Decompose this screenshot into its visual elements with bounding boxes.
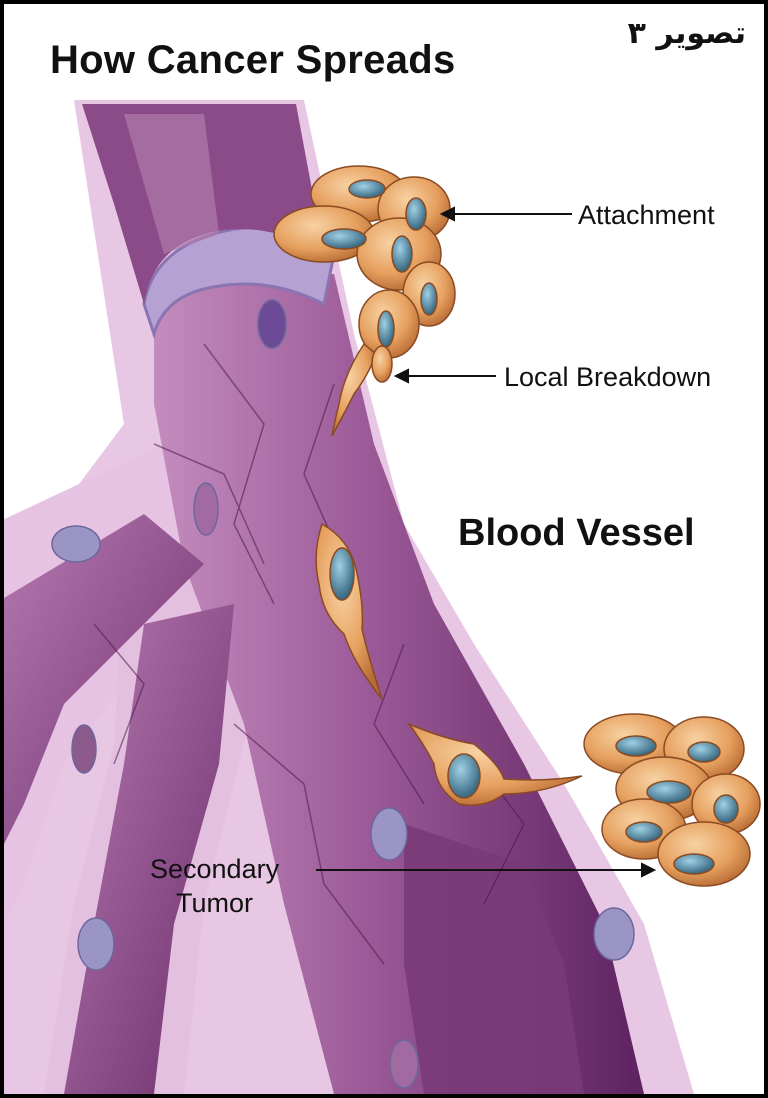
blood-vessel-illustration xyxy=(4,100,761,1094)
attachment-cluster xyxy=(273,165,456,359)
label-blood-vessel: Blood Vessel xyxy=(458,512,695,554)
label-secondary-tumor: Secondary Tumor xyxy=(150,852,279,920)
figure-caption: تصویر ۳ xyxy=(627,16,746,51)
label-secondary-tumor-line1: Secondary xyxy=(150,854,280,884)
left-branch-lumen xyxy=(4,514,204,844)
breakdown-cell xyxy=(331,342,393,437)
label-secondary-tumor-line2: Tumor xyxy=(176,888,254,918)
right-branch-lumen xyxy=(404,824,584,1094)
secondary-tumor-cluster xyxy=(583,713,761,887)
leader-lines xyxy=(316,206,657,878)
lower-branch-lumen xyxy=(64,604,234,1094)
migrating-cell xyxy=(315,522,383,700)
label-local-breakdown: Local Breakdown xyxy=(504,362,712,392)
label-attachment: Attachment xyxy=(578,200,715,230)
migrating-cell-2 xyxy=(406,722,583,806)
diagram-title: How Cancer Spreads xyxy=(50,38,456,82)
